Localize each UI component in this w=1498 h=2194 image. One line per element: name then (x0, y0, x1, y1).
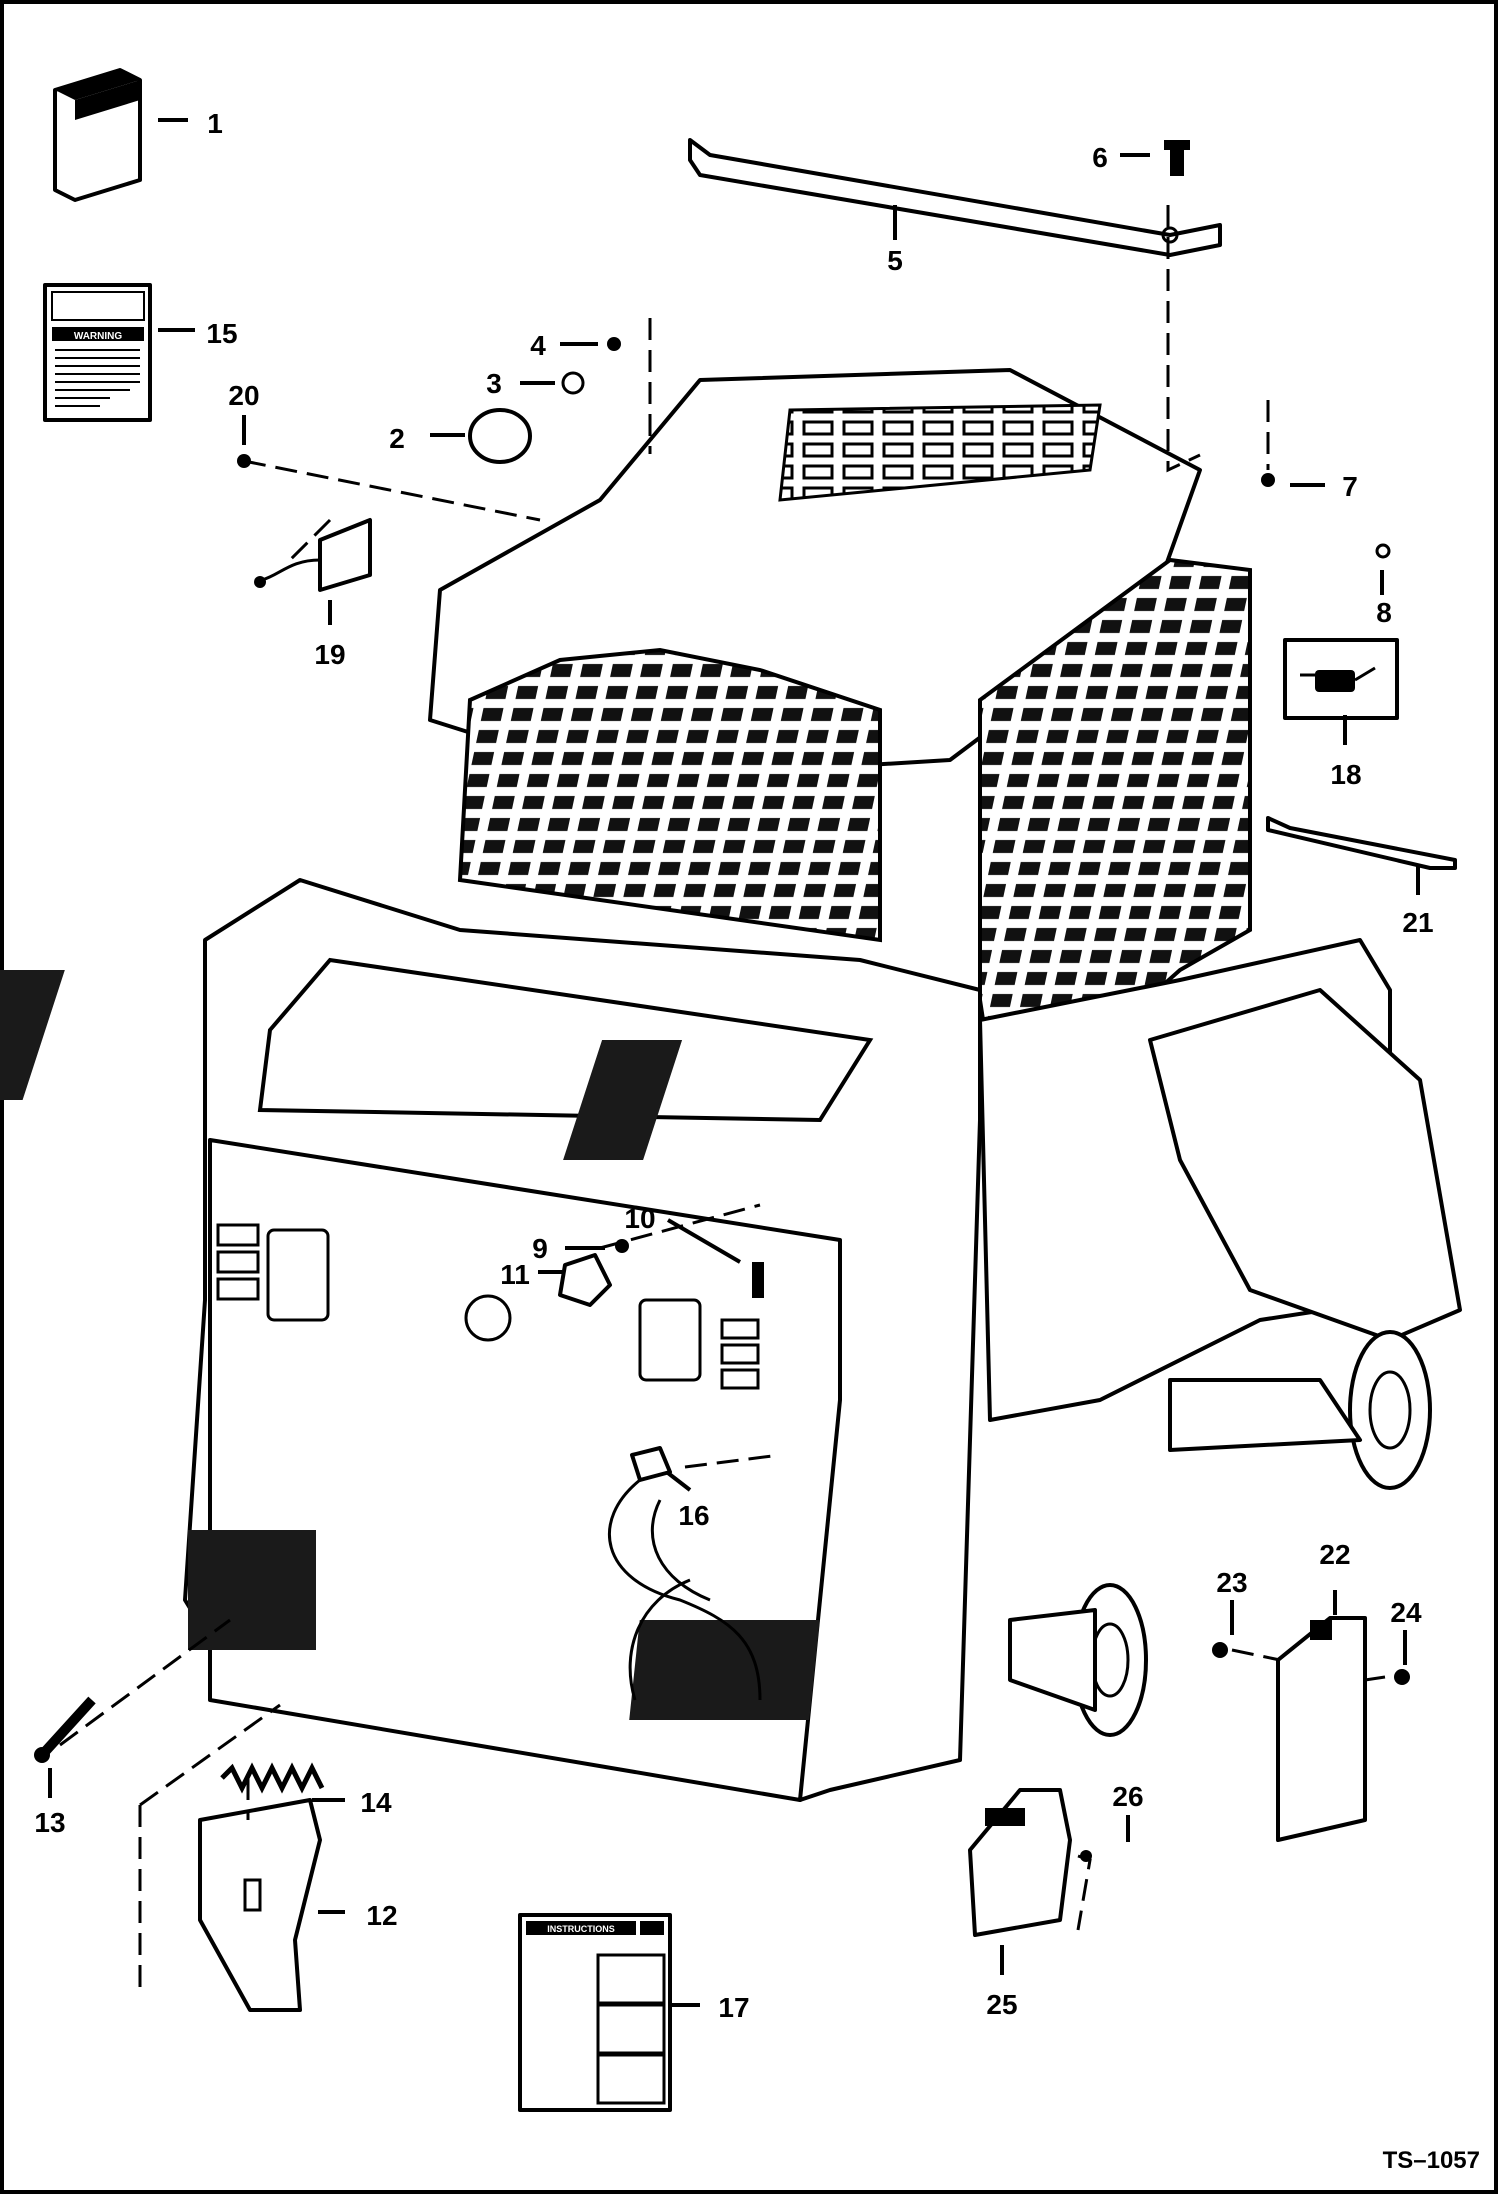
part-22-module (1276, 1616, 1367, 1842)
callout-10: 10 (624, 1203, 655, 1234)
part-12-guard (198, 1798, 322, 2012)
decal-17-heading: INSTRUCTIONS (547, 1924, 615, 1934)
part-2-plug (468, 408, 532, 464)
callout-17: 17 (718, 1992, 749, 2023)
part-8-fastener (1375, 543, 1391, 559)
callout-23: 23 (1216, 1567, 1247, 1598)
callout-6: 6 (1092, 142, 1108, 173)
callout-15: 15 (206, 318, 237, 349)
side-vents-right (638, 1298, 760, 1390)
callout-8: 8 (1376, 597, 1392, 628)
callout-24: 24 (1390, 1597, 1422, 1628)
part-24-nut (1394, 1669, 1410, 1685)
callout-7: 7 (1342, 471, 1358, 502)
callout-5: 5 (887, 245, 903, 276)
drawing-code: TS–1057 (1383, 2147, 1480, 2174)
part-25-box (968, 1788, 1072, 1937)
part-16-switch (630, 1446, 672, 1482)
callout-1: 1 (207, 108, 223, 139)
part-5-top-plate (688, 138, 1222, 257)
callout-4: 4 (530, 330, 546, 361)
part-14-spring (220, 1762, 325, 1794)
part-23-screw (1212, 1642, 1228, 1658)
callout-9: 9 (532, 1233, 548, 1264)
leader-lines (48, 118, 1420, 2007)
part-21-strip (1266, 816, 1457, 870)
callout-3: 3 (486, 368, 502, 399)
callout-11: 11 (500, 1259, 530, 1290)
side-vents-left (216, 1223, 330, 1322)
callout-12: 12 (366, 1900, 397, 1931)
callout-20: 20 (228, 380, 259, 411)
callout-25: 25 (986, 1989, 1017, 2020)
part-19-light (254, 518, 372, 592)
callout-22: 22 (1319, 1539, 1350, 1570)
part-17-instructions-decal: INSTRUCTIONS (518, 1913, 672, 2112)
part-15-warning-decal: WARNING (43, 283, 152, 422)
callout-14: 14 (360, 1787, 392, 1818)
callout-26: 26 (1112, 1781, 1143, 1812)
callout-13: 13 (34, 1807, 65, 1838)
callout-21: 21 (1402, 907, 1433, 938)
callout-16: 16 (678, 1500, 709, 1531)
part-3-washer (561, 371, 585, 395)
part-18-decal (1283, 638, 1399, 720)
part-11-bracket (558, 1253, 612, 1307)
front-axle-hub (1008, 1583, 1148, 1737)
callout-18: 18 (1330, 759, 1361, 790)
loader-main-frame (0, 368, 1462, 1802)
part-7-nut (1261, 473, 1275, 487)
part-1-manual (53, 68, 142, 202)
callout-2: 2 (389, 423, 405, 454)
part-10-bolt (752, 1262, 764, 1298)
callout-labels: 1 2 3 4 5 6 7 8 9 10 11 12 13 14 15 16 1… (34, 108, 1433, 2023)
callout-19: 19 (314, 639, 345, 670)
decal-15-heading: WARNING (74, 331, 123, 342)
part-4-nut (607, 337, 621, 351)
right-axle-hub (1168, 1330, 1432, 1490)
part-9-nut (615, 1239, 629, 1253)
part-6-bolt (1164, 140, 1190, 176)
part-13-bolt (34, 1696, 96, 1763)
